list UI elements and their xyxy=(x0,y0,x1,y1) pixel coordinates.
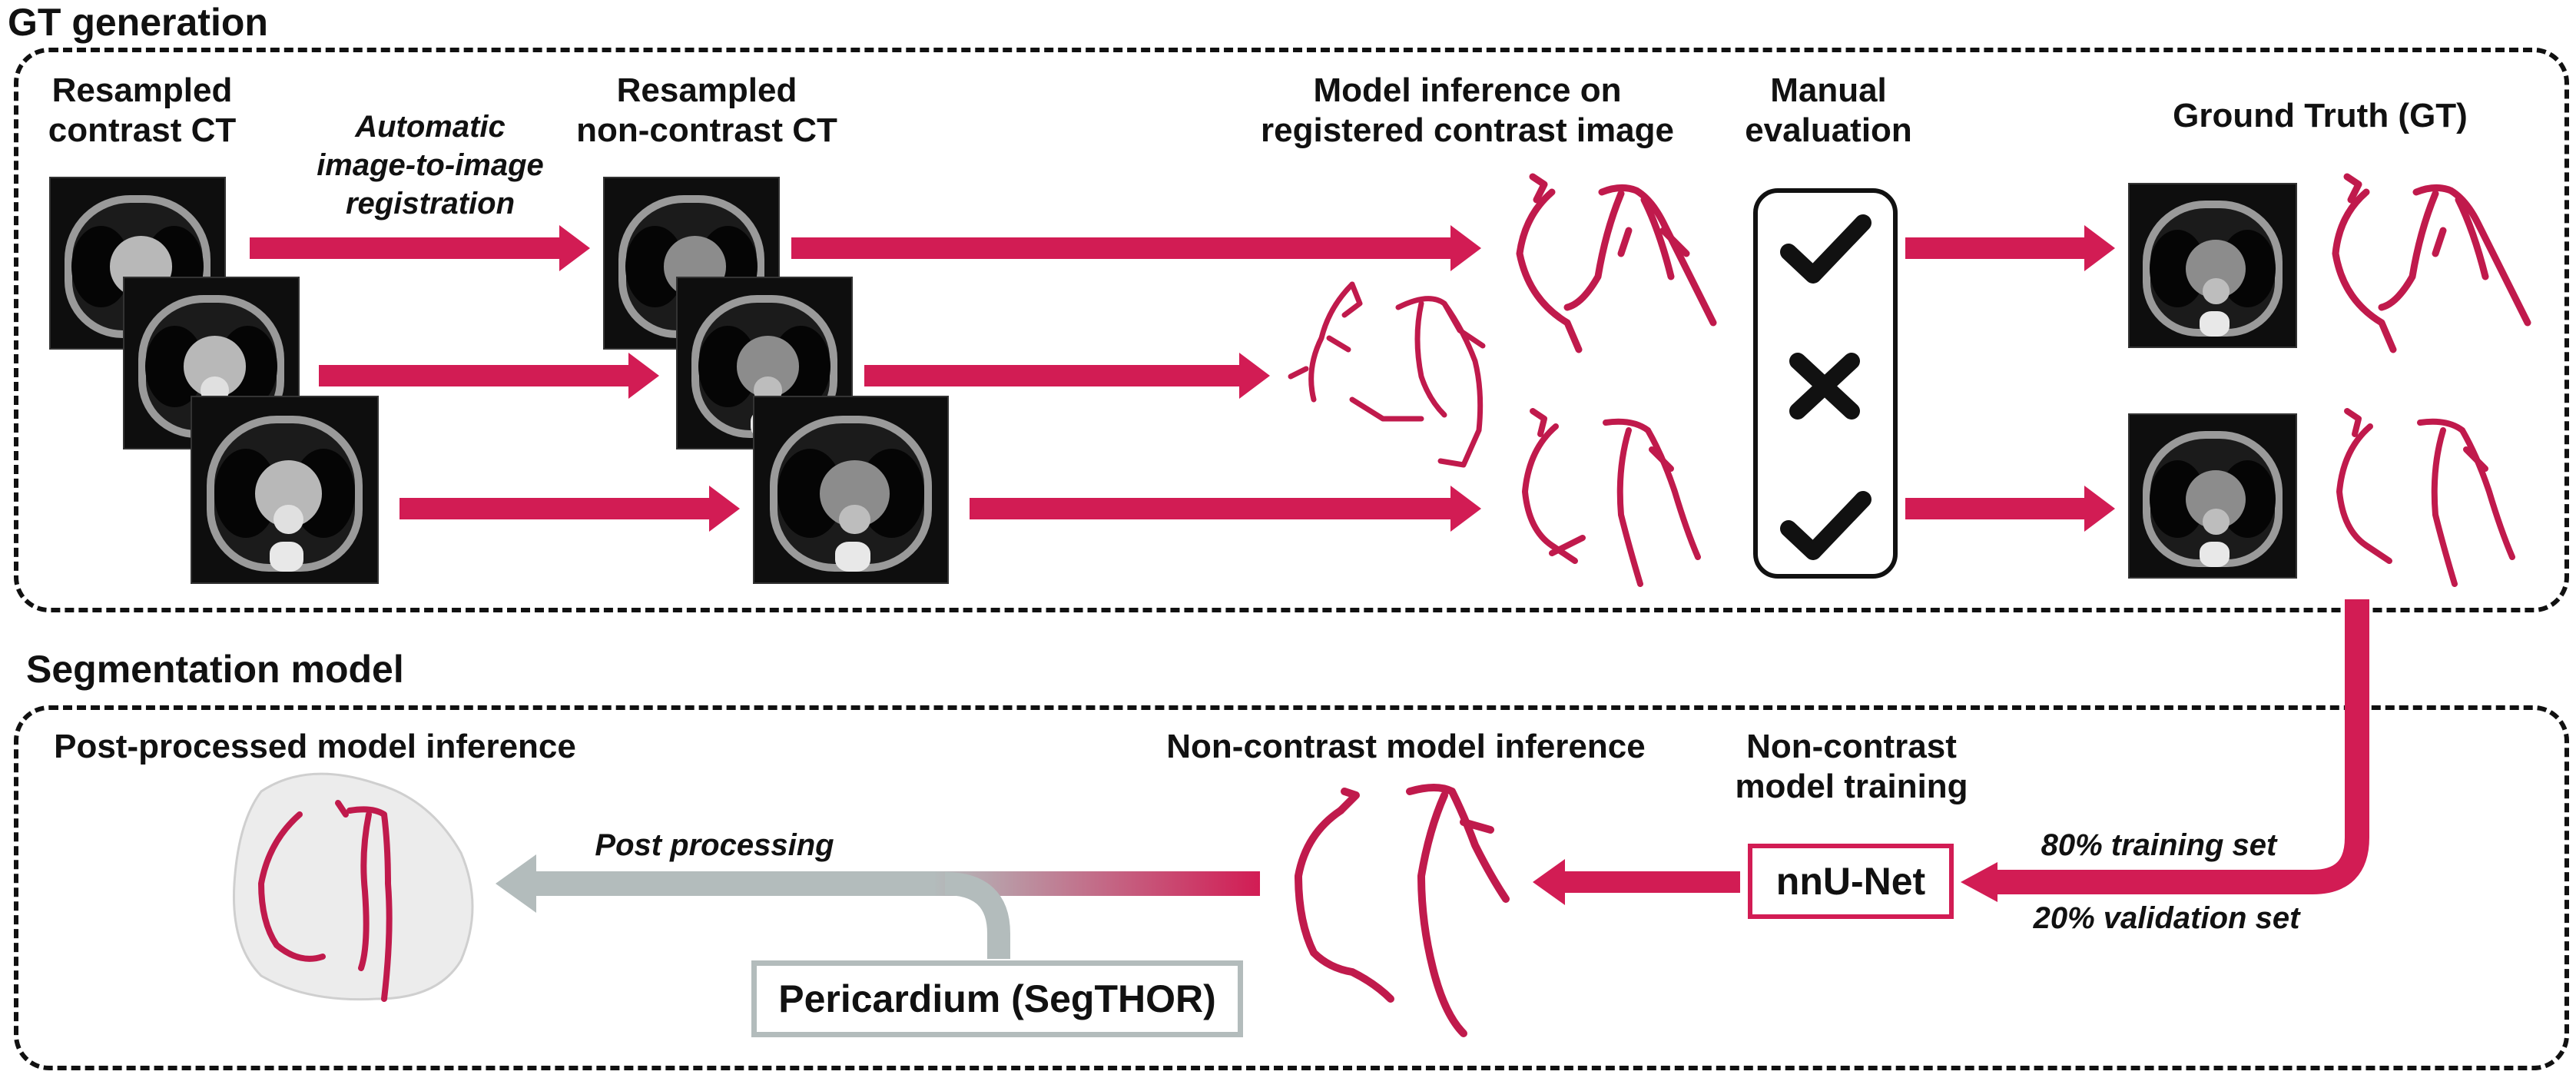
gt-ct-image-2 xyxy=(2128,413,2297,579)
training-set-label: 80% training set xyxy=(2041,828,2277,862)
vessel-tree-gt-2 xyxy=(2336,408,2515,587)
registration-label: Automatic image-to-image registration xyxy=(317,110,544,221)
vessel-tree-inference-discarded xyxy=(1288,281,1486,468)
resampled-noncontrast-label: Resampled non-contrast CT xyxy=(576,71,837,149)
vessel-tree-inference-2 xyxy=(1522,408,1701,587)
pericardium-segthor-box: Pericardium (SegTHOR) xyxy=(751,960,1243,1037)
pericardium-connector xyxy=(944,872,1010,959)
check-icon-bottom xyxy=(1780,491,1871,560)
arrow-nnunet-to-inference xyxy=(1533,859,1740,905)
vessel-tree-noncontrast-inference xyxy=(1295,784,1510,1037)
arrow-to-inference-1 xyxy=(791,225,1481,271)
resampled-contrast-label: Resampled contrast CT xyxy=(48,71,237,149)
arrow-to-inference-2 xyxy=(864,353,1270,399)
gt-generation-frame xyxy=(14,48,2569,612)
arrow-registration-1 xyxy=(250,225,590,271)
gt-to-nnunet-arrowhead xyxy=(1961,862,1997,902)
arrow-to-inference-3 xyxy=(970,486,1481,532)
evaluation-marks xyxy=(1780,214,1871,560)
check-icon-top xyxy=(1780,214,1871,284)
cross-icon xyxy=(1789,353,1860,420)
gt-to-nnunet-connector xyxy=(1996,599,2369,894)
gt-arrows xyxy=(250,225,2115,532)
ground-truth-label: Ground Truth (GT) xyxy=(2173,97,2468,134)
vessel-tree-postprocessed xyxy=(258,800,393,1002)
post-processing-arrowhead xyxy=(496,854,536,913)
model-inference-label: Model inference on registered contrast i… xyxy=(1261,71,1674,149)
vessel-tree-inference-1 xyxy=(1516,173,1717,353)
arrow-registration-3 xyxy=(399,486,740,532)
segmentation-section-title: Segmentation model xyxy=(26,648,404,691)
segmentation-model-frame xyxy=(14,705,2569,1070)
gt-section-title: GT generation xyxy=(8,1,268,44)
postprocessed-inference-label: Post-processed model inference xyxy=(54,728,576,765)
arrow-to-gt-1 xyxy=(1905,225,2115,271)
manual-evaluation-label: Manual evaluation xyxy=(1745,71,1912,149)
noncontrast-ct-slice-3 xyxy=(753,396,949,584)
gt-ct-image-1 xyxy=(2128,183,2297,348)
pericardium-mask xyxy=(232,772,474,1001)
vessel-trees xyxy=(1288,173,2531,1037)
post-processing-label: Post processing xyxy=(595,828,834,862)
validation-set-label: 20% validation set xyxy=(2033,901,2300,935)
post-processing-arrow-shaft xyxy=(534,871,1260,896)
contrast-ct-slice-3 xyxy=(191,396,379,584)
arrow-registration-2 xyxy=(319,353,659,399)
noncontrast-inference-label: Non-contrast model inference xyxy=(1166,728,1646,765)
arrow-to-gt-2 xyxy=(1905,486,2115,532)
nnunet-box: nnU-Net xyxy=(1748,844,1954,919)
vessel-tree-gt-1 xyxy=(2332,173,2531,353)
noncontrast-training-label: Non-contrast model training xyxy=(1735,728,1968,805)
